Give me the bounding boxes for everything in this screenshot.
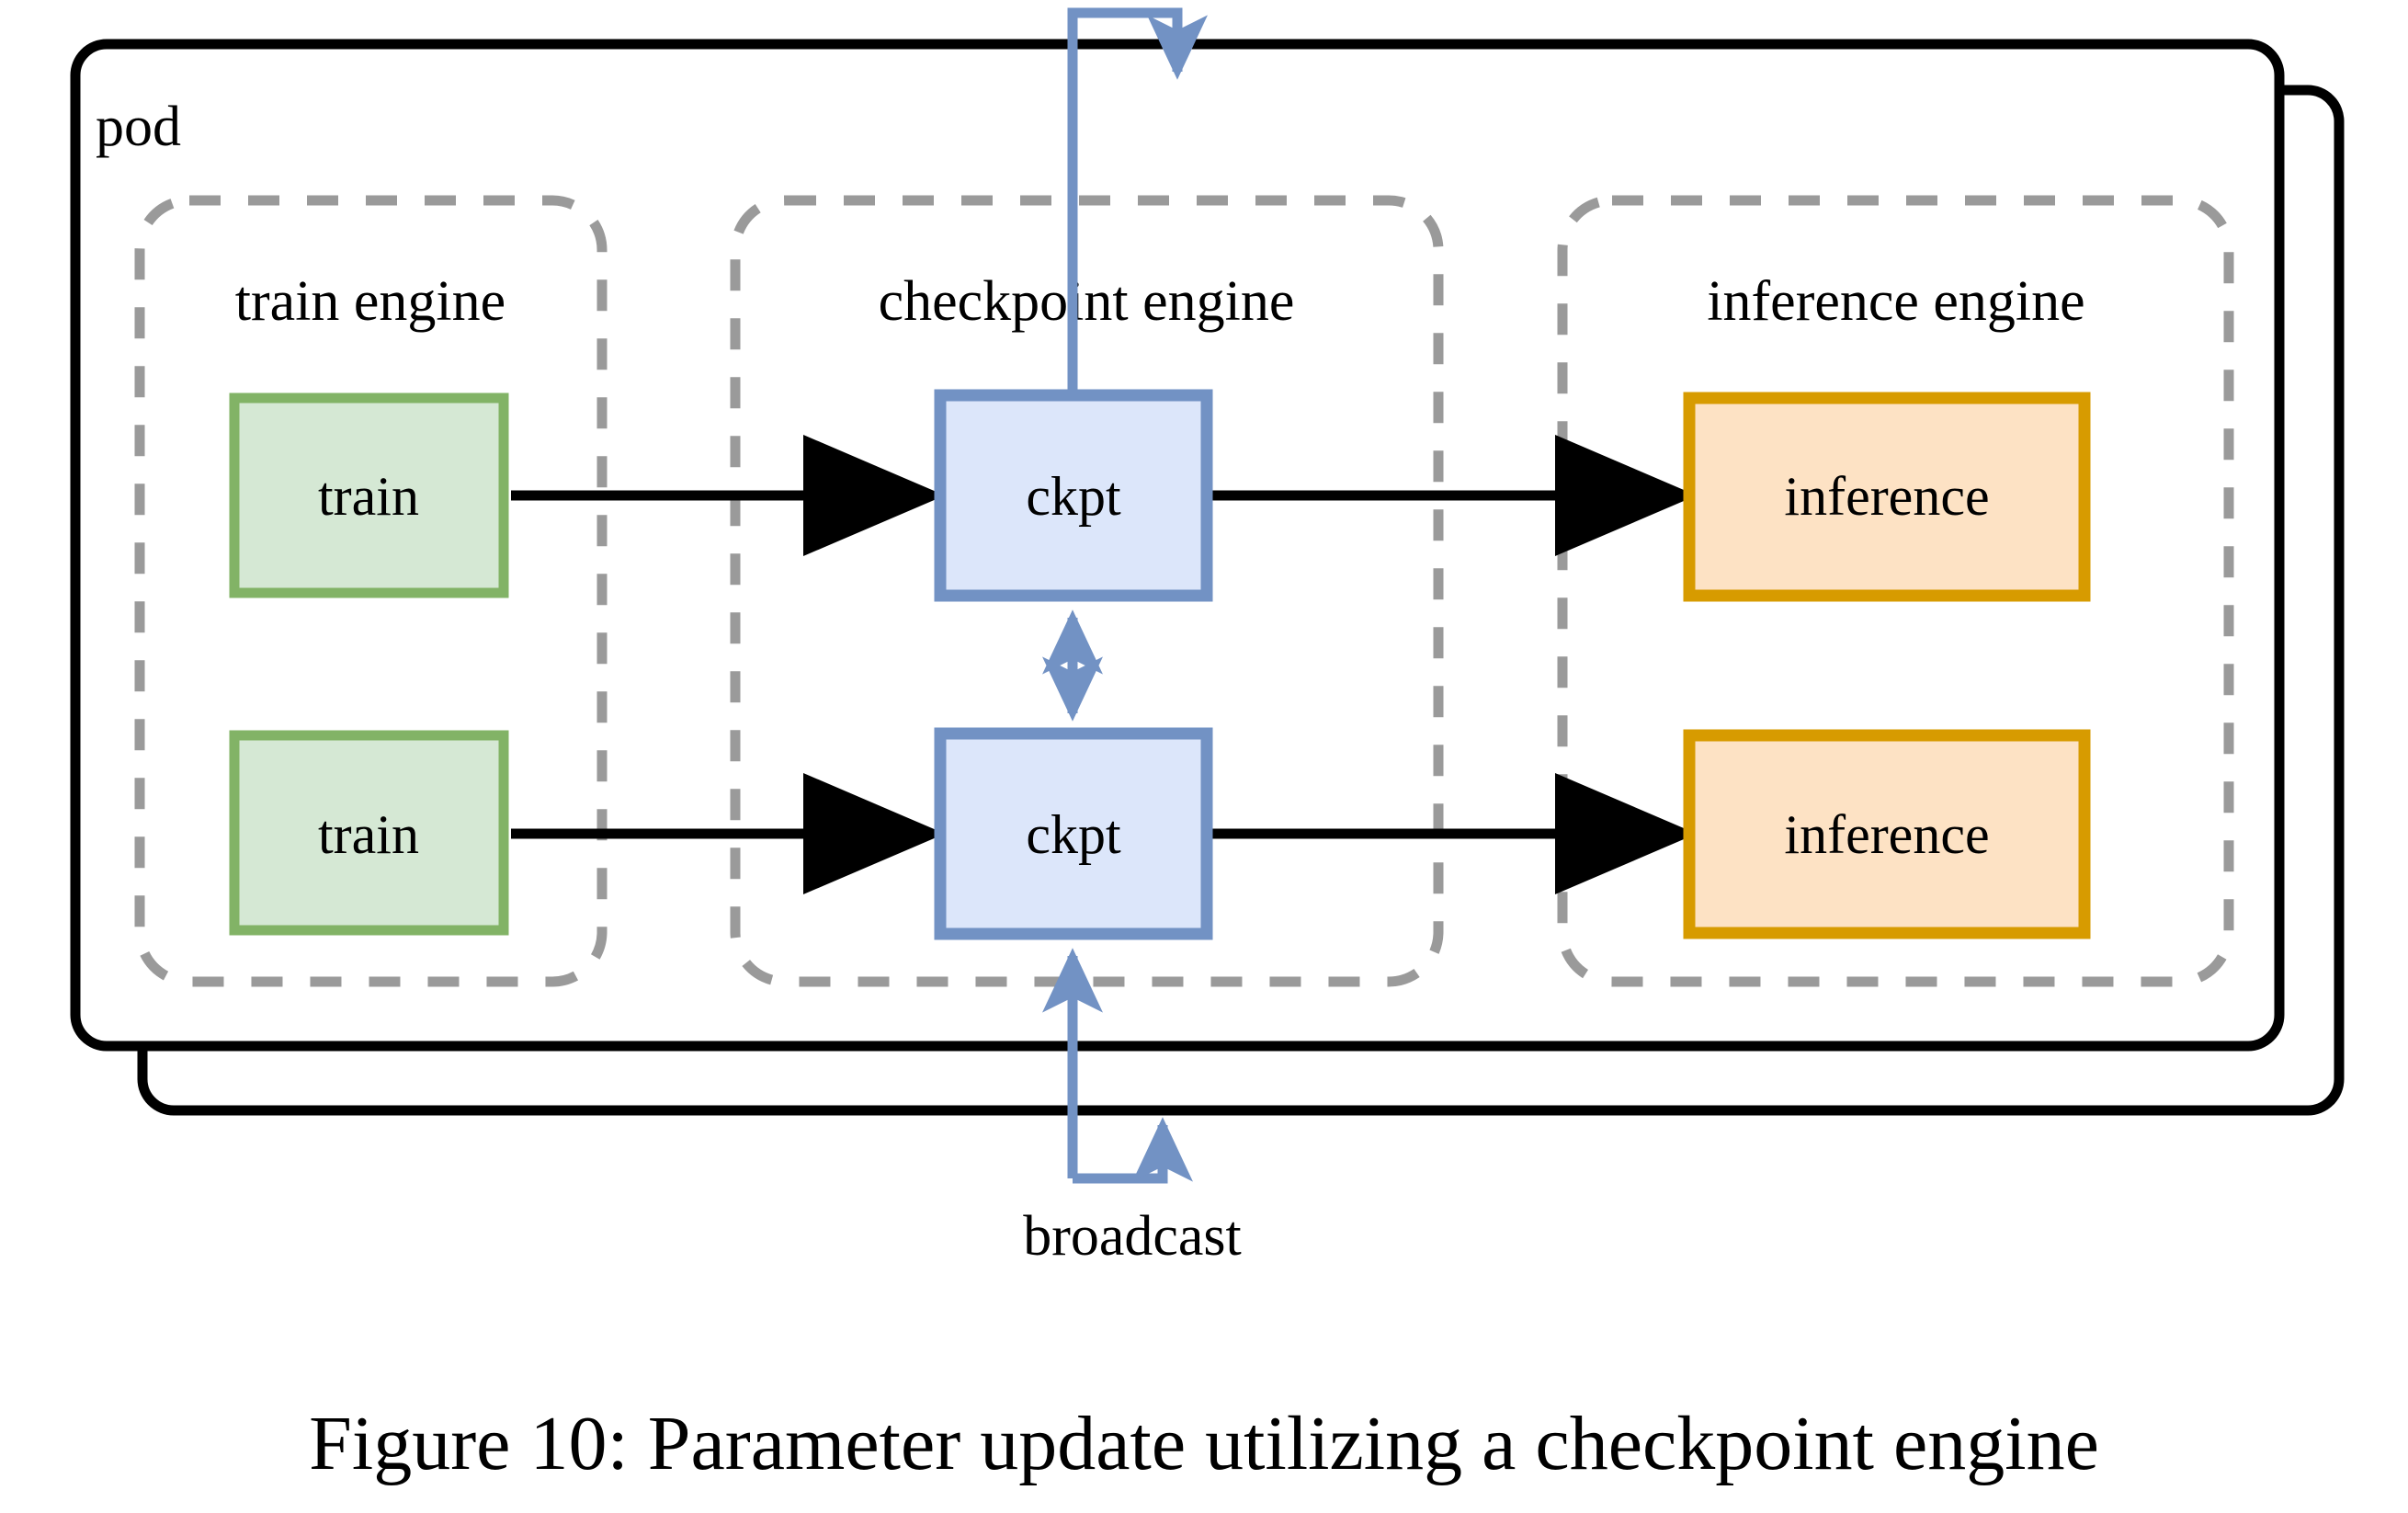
checkpoint-engine-label: checkpoint engine [879,270,1295,333]
node-inference-top[interactable] [1683,392,2091,602]
node-inference-bottom[interactable] [1683,729,2091,939]
broadcast-arrow-branch [1073,1117,1193,1184]
inference-engine-label: inference engine [1707,270,2084,333]
node-inference-top-label: inference [1784,466,1989,527]
node-ckpt-bottom-label: ckpt [1026,804,1121,865]
train-engine-label: train engine [235,270,505,333]
node-inference-bottom-label: inference [1784,804,1989,865]
node-ckpt-top[interactable] [934,389,1213,602]
ckpt-external-loop-arrow [1067,7,1208,395]
node-ckpt-bottom[interactable] [934,727,1213,940]
broadcast-label: broadcast [1023,1205,1242,1268]
figure-caption: Figure 10: Parameter update utilizing a … [309,1401,2099,1486]
checkpoint-engine-group [730,195,1444,987]
train-engine-group [134,195,608,987]
node-train-top-label: train [318,466,419,527]
pod-label: pod [96,96,181,158]
node-train-bottom[interactable] [229,730,509,936]
node-ckpt-top-label: ckpt [1026,466,1121,527]
node-train-bottom-label: train [318,804,419,865]
node-train-top[interactable] [229,392,509,598]
